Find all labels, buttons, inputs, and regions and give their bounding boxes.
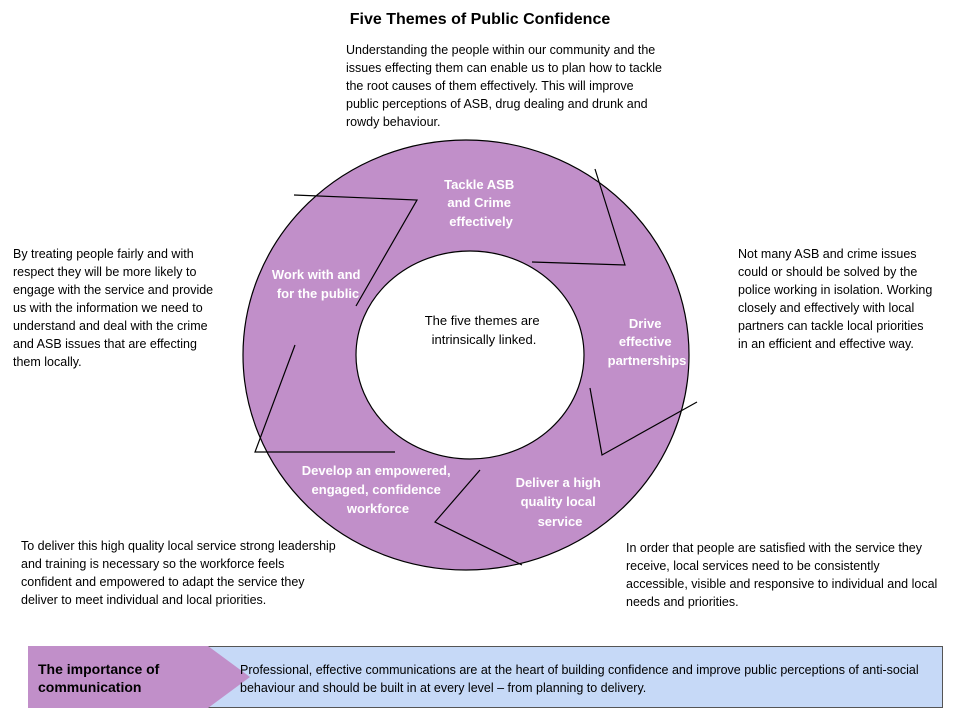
communication-banner: The importance of communication Professi… bbox=[28, 646, 943, 708]
theme-drive-partnerships: Drive effective partnerships bbox=[608, 316, 687, 368]
description-partnerships: Not many ASB and crime issues could or s… bbox=[738, 247, 933, 351]
center-text: The five themes are intrinsically linked… bbox=[425, 313, 544, 347]
theme-work-with-public: Work with and for the public bbox=[272, 267, 364, 301]
theme-deliver-service: Deliver a high quality local service bbox=[516, 475, 605, 529]
theme-tackle-asb: Tackle ASB and Crime effectively bbox=[444, 177, 518, 229]
theme-develop-workforce: Develop an empowered, engaged, confidenc… bbox=[302, 463, 454, 516]
communication-heading: The importance of communication bbox=[38, 661, 160, 695]
theme-ring bbox=[242, 139, 690, 571]
diagram-title: Five Themes of Public Confidence bbox=[349, 11, 611, 28]
description-tackle: Understanding the people within our comm… bbox=[346, 43, 662, 129]
description-deliver-service: In order that people are satisfied with … bbox=[626, 541, 938, 609]
communication-text: Professional, effective communications a… bbox=[240, 663, 919, 695]
separator-tackle-drive bbox=[531, 168, 626, 266]
description-workforce: To deliver this high quality local servi… bbox=[21, 539, 336, 607]
separator-drive-deliver bbox=[589, 387, 698, 456]
separator-develop-work bbox=[254, 344, 395, 453]
description-work-with-public: By treating people fairly and with respe… bbox=[13, 247, 214, 369]
separator-work-tackle bbox=[293, 194, 419, 307]
separator-deliver-develop bbox=[434, 469, 523, 566]
communication-arrow bbox=[28, 646, 250, 708]
